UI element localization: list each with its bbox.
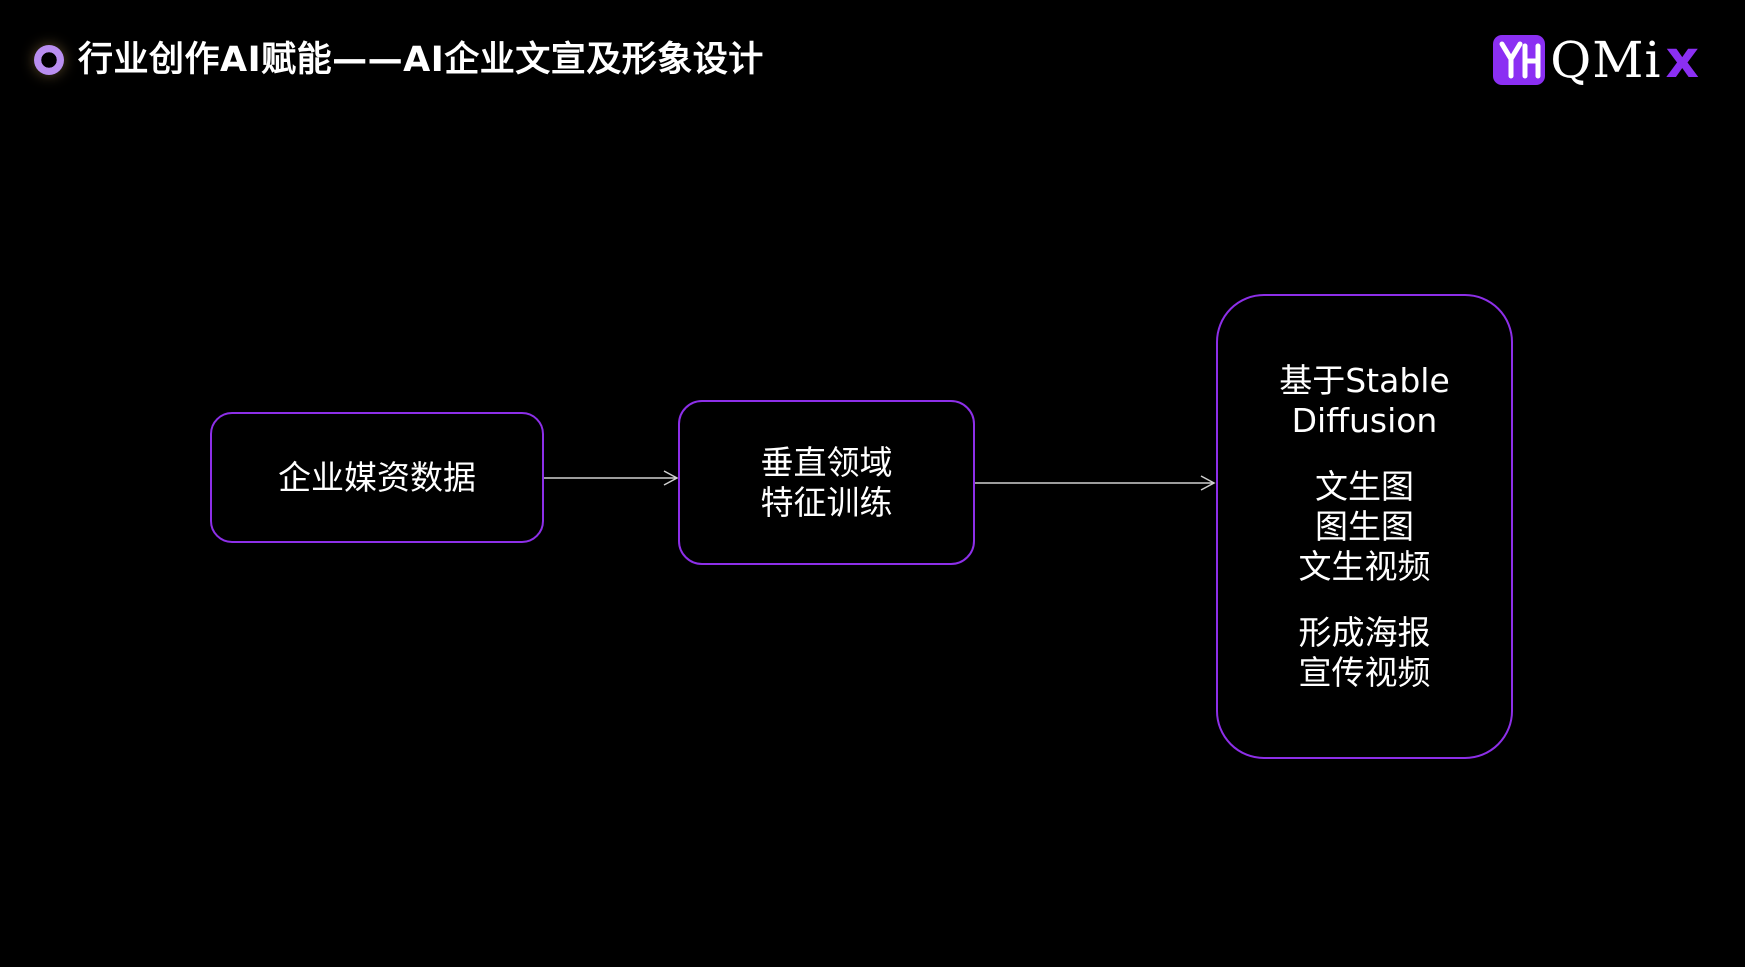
node-3-group-2-line-1: 文生图 [1315,466,1414,506]
flow-node-domain-training: 垂直领域 特征训练 [678,400,975,565]
node-2-line-1: 垂直领域 [760,442,893,482]
slide-title: 行业创作AI赋能——AI企业文宣及形象设计 [78,40,764,80]
node-3-group-1-line-1: 基于Stable [1279,360,1450,400]
slide-header: 行业创作AI赋能——AI企业文宣及形象设计 [34,34,764,86]
node-3-group-1-line-2: Diffusion [1291,400,1438,440]
node-3-group-3-line-1: 形成海报 [1298,612,1431,652]
arrow-1 [544,470,679,486]
yh-logo-mark-icon [1493,35,1546,85]
node-3-group-2-line-3: 文生视频 [1298,546,1431,586]
flow-node-media-data: 企业媒资数据 [210,412,544,543]
node-1-label: 企业媒资数据 [278,457,476,497]
node-3-group-3-line-2: 宣传视频 [1298,652,1431,692]
node-3-group-2-line-2: 图生图 [1315,506,1414,546]
node-2-line-2: 特征训练 [760,482,893,522]
logo-accent-letter: x [1665,30,1699,90]
logo-text: QMi [1550,31,1662,89]
title-bullet-icon [34,45,64,75]
flow-node-stable-diffusion-output: 基于Stable Diffusion 文生图 图生图 文生视频 形成海报 宣传视… [1216,294,1513,759]
brand-logo: QMi x [1490,30,1699,90]
arrow-2 [975,475,1216,491]
